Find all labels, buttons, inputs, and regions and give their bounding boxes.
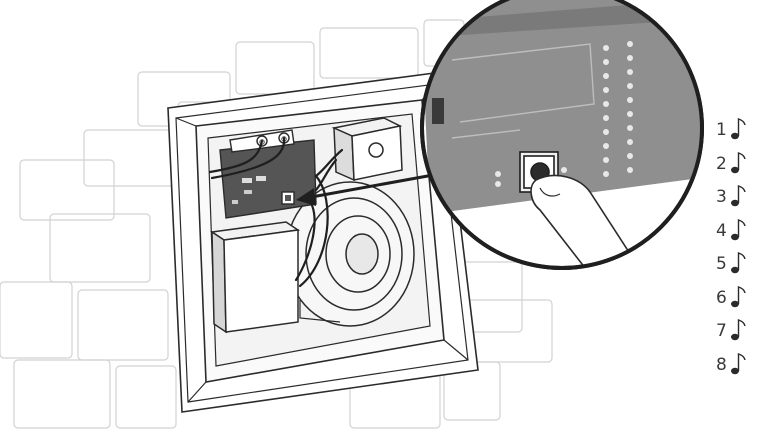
tone-number: 2 — [716, 154, 727, 174]
music-note-icon — [731, 149, 747, 175]
tone-number: 6 — [716, 288, 727, 308]
tone-item: 8 — [716, 353, 766, 387]
music-note-icon — [731, 216, 747, 242]
music-note-icon — [731, 316, 747, 342]
tone-item: 4 — [716, 219, 766, 253]
music-note-icon — [731, 283, 747, 309]
music-note-icon — [731, 182, 747, 208]
music-note-icon — [731, 115, 747, 141]
music-note-icon — [731, 350, 747, 376]
tone-number: 5 — [716, 254, 727, 274]
tone-item: 6 — [716, 286, 766, 320]
coil-unit — [334, 118, 402, 180]
battery-pack — [212, 222, 298, 332]
tone-number: 3 — [716, 187, 727, 207]
tone-item: 7 — [716, 319, 766, 353]
tone-number: 7 — [716, 321, 727, 341]
tone-number: 8 — [716, 355, 727, 375]
tone-item: 3 — [716, 185, 766, 219]
tone-number: 4 — [716, 221, 727, 241]
tone-item: 1 — [716, 118, 766, 152]
tone-item: 2 — [716, 152, 766, 186]
tone-number: 1 — [716, 120, 727, 140]
tone-selection-list: 1 2 3 4 5 6 7 8 — [716, 118, 766, 388]
tone-item: 5 — [716, 252, 766, 286]
music-note-icon — [731, 249, 747, 275]
